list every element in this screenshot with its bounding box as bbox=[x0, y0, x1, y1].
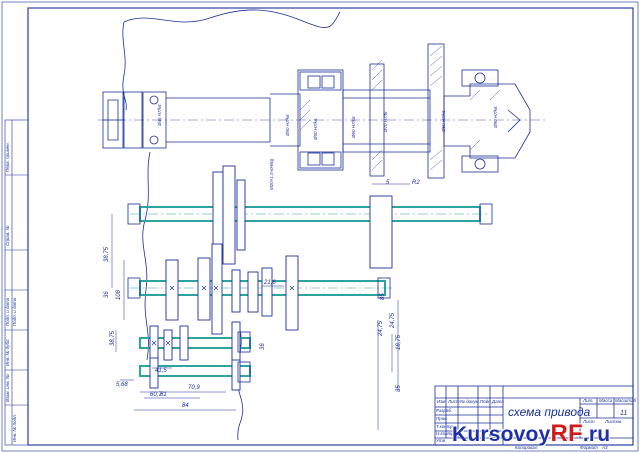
dim-top-6: Ø70 H7/f6 bbox=[383, 111, 388, 132]
watermark-suffix: .ru bbox=[582, 423, 611, 446]
dim-right-1: 24,75 bbox=[390, 312, 396, 328]
dim-misc-4: 36 bbox=[260, 343, 266, 350]
strip-label-5: Взам. инв. № bbox=[5, 374, 10, 402]
dim-misc-1: 5 bbox=[386, 180, 390, 186]
dim-top-8: Ø90 H7/k6 bbox=[493, 106, 498, 128]
tb-col-2: Лист bbox=[448, 399, 460, 404]
format-value: А3 bbox=[602, 445, 608, 450]
tb-row-4: Н.контр. bbox=[436, 431, 456, 436]
scale-label: Масштаб bbox=[615, 398, 637, 403]
dim-left-3: 108 bbox=[116, 289, 122, 300]
gear-marks bbox=[151, 285, 295, 346]
dim-right-3: 24,75 bbox=[378, 320, 384, 336]
dim-bottom-5: 41,5 bbox=[155, 368, 167, 374]
dim-top-1: Ø45 H7/k6 bbox=[157, 104, 162, 126]
dim-bottom-3: 84 bbox=[182, 403, 189, 409]
dim-left-1: 38,75 bbox=[104, 246, 110, 262]
dim-bottom-2: 60,7 bbox=[150, 392, 162, 398]
break-line-right bbox=[236, 329, 244, 441]
dim-top-5: Ø60 H7/k6 bbox=[351, 116, 356, 138]
lit-label: Лит. bbox=[583, 398, 594, 403]
tb-row-5: Утв. bbox=[436, 438, 447, 443]
watermark-logo: KursovoyRF.ru bbox=[452, 420, 640, 453]
tb-row-1: Разраб. bbox=[436, 408, 453, 413]
top-assembly bbox=[102, 43, 531, 179]
strip-label-2: Справ. № bbox=[5, 225, 10, 246]
tb-row-3: Т.контр. bbox=[436, 424, 455, 429]
title-block bbox=[434, 385, 634, 446]
dim-right-4: 85 bbox=[380, 293, 386, 300]
tb-col-3: № докум. bbox=[460, 399, 480, 404]
format-label: Формат bbox=[580, 445, 598, 450]
gears bbox=[149, 165, 393, 391]
left-strip bbox=[4, 119, 29, 446]
sheets-label: Листов bbox=[605, 419, 622, 424]
dim-top-4: Ø50 H7/k6 bbox=[313, 118, 318, 140]
drawing-title: схема привода bbox=[508, 405, 591, 419]
dim-left-4: 38,75 bbox=[110, 330, 116, 346]
tb-col-1: Изм bbox=[437, 399, 446, 404]
dim-left-5: 5,68 bbox=[116, 382, 128, 388]
dim-top-3: M20×1,5-6H/6g bbox=[269, 158, 274, 190]
dim-misc-2: R2 bbox=[412, 180, 420, 186]
strip-label-6: Подп. и дата bbox=[12, 297, 17, 326]
break-line-top bbox=[123, 9, 341, 28]
dim-right-2: 18,75 bbox=[396, 334, 402, 350]
dim-misc-3: 21,6 bbox=[264, 280, 276, 286]
mass-label: Масса bbox=[599, 398, 613, 403]
break-line-left bbox=[122, 21, 127, 111]
strip-label-3: Подп. и дата bbox=[5, 297, 10, 326]
dim-bottom-1: 70,9 bbox=[188, 385, 200, 391]
inner-frame bbox=[27, 7, 634, 446]
strip-label-4: Инв. № дубл. bbox=[5, 338, 10, 366]
hatching bbox=[299, 45, 501, 171]
strip-label-7: Инв. № подл. bbox=[12, 414, 17, 442]
dim-bottom-4: 81 bbox=[160, 392, 167, 398]
tb-col-4: Подп. bbox=[480, 399, 492, 404]
break-line-mid bbox=[142, 151, 151, 361]
sheet-number: 11 bbox=[620, 410, 628, 417]
dim-top-7: Ø50 H7/k6 bbox=[441, 110, 446, 132]
tb-row-2: Пров. bbox=[436, 416, 448, 421]
dim-top-2: Ø50 H7/k6 bbox=[285, 114, 290, 136]
bearings-scheme bbox=[127, 203, 493, 383]
copied-label: Копировал bbox=[515, 445, 538, 450]
dimension-lines bbox=[111, 183, 410, 430]
watermark-main: Kursovoy bbox=[452, 423, 551, 446]
dim-left-2: 36 bbox=[104, 291, 110, 298]
strip-label-1: Перв. примен. bbox=[5, 142, 10, 172]
watermark-accent: RF bbox=[550, 420, 583, 447]
sheet-label: Лист bbox=[583, 419, 595, 424]
dim-bottom-6: 35 bbox=[396, 385, 402, 392]
tb-col-5: Дата bbox=[492, 399, 504, 404]
